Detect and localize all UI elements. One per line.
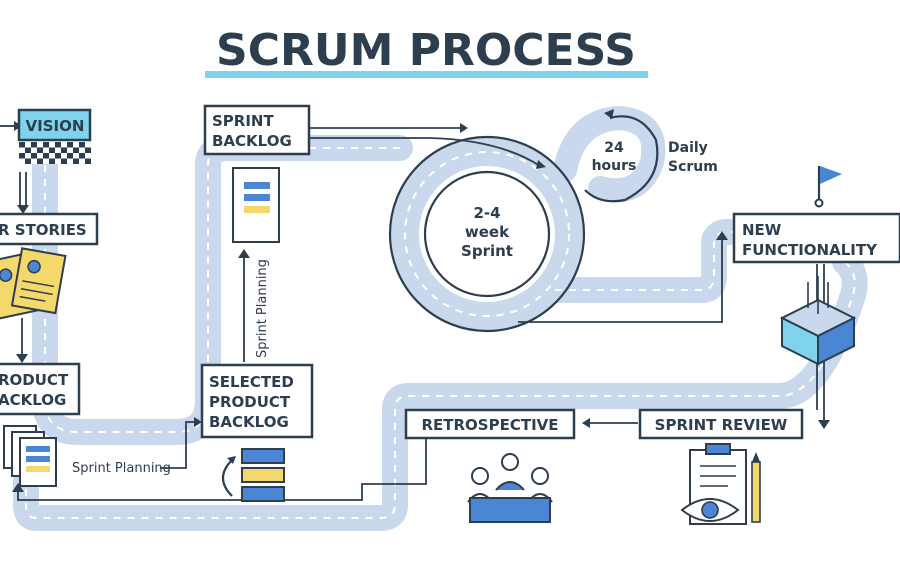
sprint-planning-label-vertical: Sprint Planning xyxy=(255,259,270,358)
hours-line1: 24 xyxy=(604,140,624,156)
product-backlog-node[interactable]: RODUCT ACKLOG xyxy=(0,362,81,416)
vision-label: VISION xyxy=(26,117,85,135)
selected-line2: PRODUCT xyxy=(209,393,291,411)
stack-cycle-icon xyxy=(221,448,285,502)
user-story-cards-icon xyxy=(0,247,67,320)
user-stories-node[interactable]: R STORIES xyxy=(0,212,99,246)
sprint-review-label: SPRINT REVIEW xyxy=(655,416,788,434)
goal-flag-icon xyxy=(814,166,842,208)
team-meeting-icon xyxy=(467,453,553,523)
product-backlog-line1: RODUCT xyxy=(0,371,69,389)
hours-line2: hours xyxy=(592,158,637,174)
sprint-line3: Sprint xyxy=(461,242,513,260)
daily-loop-arrow-icon xyxy=(604,109,614,119)
selected-line3: BACKLOG xyxy=(209,413,289,431)
clipboard-eye-icon xyxy=(680,443,761,525)
finish-flag-icon xyxy=(19,142,91,164)
new-functionality-line1: NEW xyxy=(742,221,782,239)
sprint-backlog-line1: SPRINT xyxy=(212,112,274,130)
sprint-ring xyxy=(388,135,586,333)
title-underline xyxy=(205,71,648,78)
new-functionality-line2: FUNCTIONALITY xyxy=(742,241,878,259)
product-box-icon xyxy=(779,276,857,366)
retrospective-label: RETROSPECTIVE xyxy=(421,416,558,434)
sprint-backlog-line2: BACKLOG xyxy=(212,132,292,150)
product-backlog-line2: ACKLOG xyxy=(0,391,66,409)
page-title: SCRUM PROCESS xyxy=(216,25,636,76)
daily-loop: 24 hours Daily Scrum xyxy=(584,109,718,203)
sprint-backlog-node[interactable]: SPRINT BACKLOG xyxy=(203,104,311,156)
sprint-review-node[interactable]: SPRINT REVIEW xyxy=(638,408,804,440)
selected-line1: SELECTED xyxy=(209,373,294,391)
sprint-line1: 2-4 xyxy=(473,204,500,222)
daily-scrum-line2: Scrum xyxy=(668,159,718,175)
user-stories-label: R STORIES xyxy=(0,221,87,239)
backlog-list-icon xyxy=(232,167,280,243)
flow-arrows xyxy=(0,121,830,501)
vision-node[interactable]: VISION xyxy=(17,108,92,142)
new-functionality-node[interactable]: NEW FUNCTIONALITY xyxy=(732,212,900,264)
sprint-planning-label-horizontal: Sprint Planning xyxy=(72,461,171,476)
documents-icon xyxy=(3,425,57,487)
retrospective-node[interactable]: RETROSPECTIVE xyxy=(404,408,576,440)
selected-product-backlog-node[interactable]: SELECTED PRODUCT BACKLOG xyxy=(200,363,314,439)
daily-scrum-line1: Daily xyxy=(668,140,708,156)
sprint-line2: week xyxy=(465,223,510,241)
sprint-label: 2-4 week Sprint xyxy=(461,204,513,260)
